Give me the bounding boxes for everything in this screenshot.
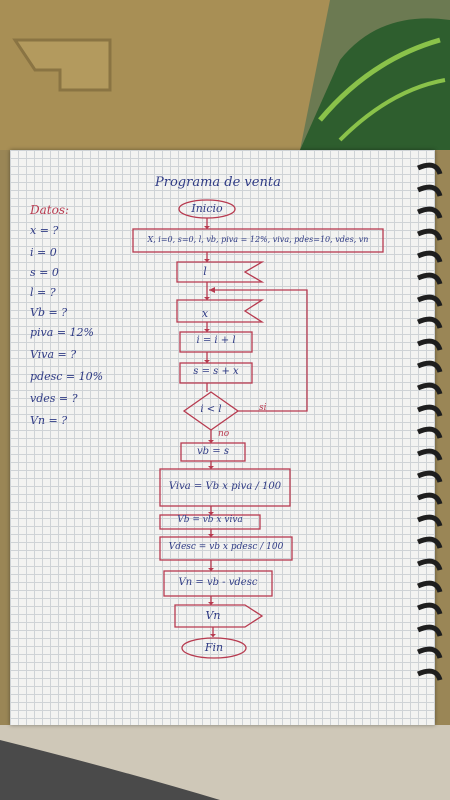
step-vb2-label: Vb = vb x viva: [177, 515, 243, 525]
arrow-head: [208, 440, 214, 443]
step-i-label: i = i + l: [196, 335, 236, 346]
input-l-shape: [176, 261, 265, 283]
step-vdesc-process: [159, 536, 293, 561]
step-i-process: [179, 331, 253, 353]
arrow-head: [204, 329, 210, 332]
end-terminal: [181, 637, 247, 659]
arrow-head: [208, 602, 214, 605]
step-viva-label: Viva = Vb x piva / 100: [168, 481, 282, 492]
arrow-head: [204, 259, 210, 262]
input-l-label: l: [203, 265, 207, 278]
notebook-page: [10, 150, 435, 725]
step-vn-label: Vn = vb - vdesc: [178, 577, 258, 588]
data-item-l: l = ?: [30, 286, 56, 299]
data-item-vn: Vn = ?: [30, 414, 68, 427]
end-label: Fin: [204, 641, 224, 654]
data-item-pdesc: pdesc = 10%: [30, 370, 104, 383]
arrow-head: [208, 568, 214, 571]
arrow-head: [204, 297, 210, 300]
data-item-piva: piva = 12%: [30, 326, 94, 339]
arrow-head: [208, 512, 214, 515]
data-item-i: i = 0: [30, 246, 57, 259]
input-x-shape: [176, 299, 265, 323]
start-label: Inicio: [191, 202, 223, 215]
data-item-x: x = ?: [30, 224, 59, 237]
input-x-label: x: [201, 307, 209, 320]
decision-label: i < l: [200, 404, 222, 415]
init-process: [132, 228, 384, 253]
arrow-head: [204, 360, 210, 363]
step-s-label: s = s + x: [193, 366, 239, 377]
step-vn-process: [163, 570, 273, 597]
loop-back-line: [209, 289, 308, 412]
data-heading: Datos:: [30, 203, 70, 217]
branch-no-label: no: [218, 429, 230, 439]
arrow-head: [208, 534, 214, 537]
data-item-vdes: vdes = ?: [30, 392, 78, 405]
data-item-vb: Vb = ?: [30, 306, 68, 319]
page-title: Programa de venta: [155, 175, 281, 190]
arrow-head: [210, 634, 216, 637]
branch-yes-label: si: [259, 403, 267, 413]
init-label: X, i=0, s=0, l, vb, piva = 12%, viva, pd…: [147, 235, 369, 244]
arrow-head: [204, 226, 210, 229]
arrow-head: [209, 287, 215, 293]
output-vn-shape: [174, 604, 264, 628]
step-vdesc-label: Vdesc = vb x pdesc / 100: [168, 542, 284, 552]
step-vb2-process: [159, 514, 261, 530]
output-vn-label: Vn: [205, 609, 221, 622]
data-item-s: s = 0: [30, 266, 59, 279]
step-viva-process: [159, 468, 291, 507]
step-vb-label: vb = s: [197, 446, 229, 457]
data-item-viva: Viva = ?: [30, 348, 77, 361]
arrow-head: [208, 466, 214, 469]
step-vb-process: [180, 442, 246, 462]
step-s-process: [179, 362, 253, 384]
